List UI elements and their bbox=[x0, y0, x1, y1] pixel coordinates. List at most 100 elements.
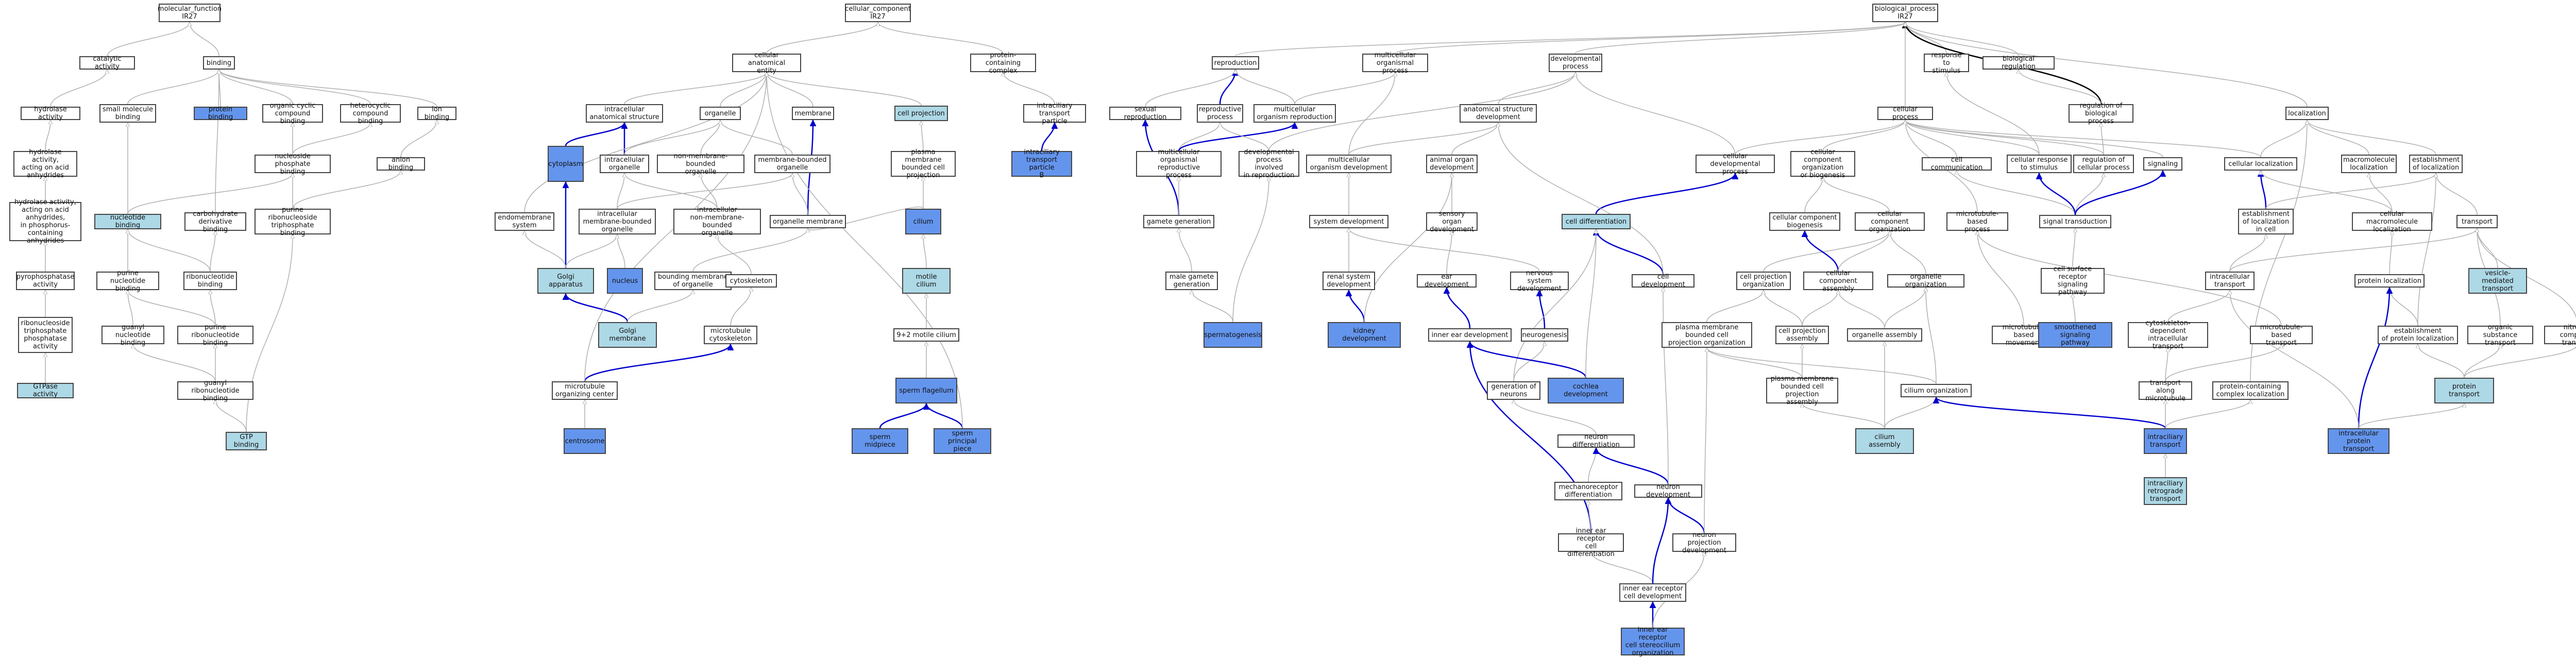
go-term-ribonuc: ribonucleotide binding bbox=[183, 272, 237, 290]
go-term-ribotriphos: ribonucleoside triphosphate phosphatase … bbox=[18, 317, 73, 353]
go-term-cellsurf: cell surface receptor signaling pathway bbox=[2041, 265, 2105, 296]
go-term-macroloc: macromolecule localization bbox=[2341, 155, 2397, 173]
go-term-sexrep: sexual reproduction bbox=[1109, 106, 1181, 121]
go-term-nucleus: nucleus bbox=[607, 268, 643, 294]
edge-cellmacroloc-to-macroloc bbox=[2369, 173, 2393, 213]
go-term-pyrophos: pyrophosphatase activity bbox=[16, 272, 75, 290]
edge-multdev-to-multorgproc bbox=[1348, 72, 1395, 155]
go-term-nonmemorg: non-membrane-bounded organelle bbox=[657, 153, 744, 176]
go-term-repproc: reproductive process bbox=[1197, 104, 1243, 123]
edge-spermprinc-to-cae bbox=[767, 72, 963, 429]
go-term-ierecdiff: inner ear receptor cell differentiation bbox=[1558, 527, 1624, 558]
go-term-cellprojasm: cell projection assembly bbox=[1775, 326, 1829, 344]
go-term-neurondiff: neuron differentiation bbox=[1557, 433, 1635, 449]
go-term-vesicle: vesicle-mediated transport bbox=[2468, 268, 2527, 294]
go-term-orgassembly: organelle assembly bbox=[1847, 328, 1922, 342]
go-term-smallmol: small molecule binding bbox=[99, 104, 156, 123]
go-term-neurogenesis: neurogenesis bbox=[1521, 328, 1568, 342]
go-term-iftparticleB: intraciliary transport particle B bbox=[1011, 148, 1072, 179]
go-term-respstim: response to stimulus bbox=[1924, 52, 1969, 75]
edge-catalytic-to-mf bbox=[107, 22, 190, 57]
go-term-nucphosbind: nucleoside phosphate binding bbox=[255, 153, 331, 176]
go-term-devrep: developmental process involved in reprod… bbox=[1239, 148, 1299, 179]
edge-ccorg-to-ccob bbox=[1823, 176, 1890, 213]
edge-intracilTrans-to-ciliumorg bbox=[1936, 397, 2166, 429]
go-term-cellproc: cellular process bbox=[1877, 106, 1933, 121]
edge-carbohyd-to-binding bbox=[215, 70, 219, 213]
go-term-cellresp: cellular response to stimulus bbox=[2007, 155, 2072, 173]
go-term-organelle: organelle bbox=[700, 107, 741, 120]
edge-protloc-to-cellmacroloc bbox=[2389, 231, 2392, 275]
edge-orgorg-to-ccorg bbox=[1890, 231, 1926, 275]
go-term-orgsubst: organic substance transport bbox=[2467, 324, 2533, 347]
go-term-regbio: regulation of biological process bbox=[2069, 102, 2133, 125]
edge-golgi-to-endomem bbox=[524, 230, 566, 268]
edge-smoothened-to-cellsurf bbox=[2073, 294, 2076, 323]
go-term-guanylribo: guanyl ribonucleotide binding bbox=[177, 379, 253, 402]
go-term-ciliumasm: cilium assembly bbox=[1855, 428, 1914, 454]
edge-ierecdiff-to-mechdiff bbox=[1588, 500, 1591, 534]
go-term-orgmembrane: organelle membrane bbox=[770, 215, 846, 228]
go-term-membrane: membrane bbox=[792, 107, 834, 120]
edge-ribonuc-to-carbohyd bbox=[210, 231, 215, 272]
go-term-purineribonuc: purine ribonucleotide binding bbox=[177, 324, 253, 347]
go-term-multrepproc: multicellular organismal reproductive pr… bbox=[1136, 148, 1222, 179]
go-term-bioreg: biological regulation bbox=[1982, 55, 2055, 71]
go-term-catalytic: catalytic activity bbox=[79, 55, 135, 71]
go-term-protloc: protein localization bbox=[2354, 274, 2425, 288]
edge-ionbind-to-binding bbox=[219, 69, 437, 107]
go-term-ics: intracellular anatomical structure bbox=[586, 104, 663, 123]
go-term-gtpase: GTPase activity bbox=[17, 383, 74, 398]
edge-intraorg-to-organelle bbox=[624, 120, 720, 155]
go-term-multdev: multicellular organism development bbox=[1306, 155, 1392, 173]
go-term-intracellProt: intracellular protein transport bbox=[2328, 428, 2389, 454]
edge-cellresp-to-respstim bbox=[1946, 72, 2040, 155]
edge-celldevproc-to-cellproc bbox=[1735, 120, 1905, 155]
edge-spermatogenesis-to-malegamete bbox=[1192, 290, 1233, 323]
edge-signaling-to-cellproc bbox=[1905, 120, 2163, 158]
edge-estloc-to-localization bbox=[2307, 120, 2436, 155]
edge-estprotloc-to-estloc bbox=[2417, 173, 2436, 326]
go-term-transalongmt: transport along microtubule bbox=[2139, 379, 2192, 402]
edge-cytoskeleton-to-intranonmem bbox=[717, 234, 752, 275]
edge-ccbio-to-ccob bbox=[1804, 177, 1823, 213]
go-term-mf: molecular_function IR27 bbox=[158, 4, 222, 22]
go-term-neuronproj: neuron projection development bbox=[1672, 531, 1736, 554]
go-term-cc: cellular_component IR27 bbox=[845, 4, 911, 22]
go-term-celldevproc: cellular developmental process bbox=[1696, 153, 1775, 176]
go-term-ierecdev: inner ear receptor cell development bbox=[1619, 583, 1686, 602]
edge-regcell-to-cellproc bbox=[1905, 120, 2104, 155]
go-term-intranonmem: intracellular non-membrane-bounded organ… bbox=[673, 206, 761, 237]
go-term-genneurons: generation of neurons bbox=[1487, 381, 1540, 400]
edge-ccassembly-to-ccbio bbox=[1805, 230, 1839, 272]
edge-iftparticleB-to-iftparticle bbox=[1041, 122, 1055, 151]
edge-pmbcpa-to-pmbcpo bbox=[1707, 347, 1803, 378]
go-term-estloc: establishment of localization bbox=[2409, 155, 2463, 173]
edge-sigtrans-to-cellcomm bbox=[1957, 170, 2076, 215]
go-term-pmbcpa: plasma membrane bounded cell projection … bbox=[1766, 375, 1838, 406]
go-term-hydrolase: hydrolase activity bbox=[21, 106, 80, 121]
go-term-cae: cellular anatomical entity bbox=[732, 52, 801, 75]
edge-regcell-to-regbio bbox=[2101, 123, 2104, 155]
go-term-sysdev: system development bbox=[1309, 215, 1388, 228]
go-term-membound: membrane-bounded organelle bbox=[754, 155, 831, 173]
go-term-cochlea: cochlea development bbox=[1548, 378, 1624, 403]
edge-organelle-to-cae bbox=[720, 72, 767, 107]
go-term-nitrogen: nitrogen compound transport bbox=[2544, 324, 2576, 347]
go-term-regcell: regulation of cellular process bbox=[2073, 155, 2134, 173]
edge-golgimem-to-boundmem bbox=[627, 290, 693, 323]
edge-ics-to-cae bbox=[624, 72, 767, 105]
edge-malegamete-to-gametegen bbox=[1179, 228, 1192, 272]
go-term-purinenuc: purine nucleotide binding bbox=[96, 269, 159, 293]
edge-guanylribo-to-guanylnuc bbox=[133, 344, 216, 382]
go-term-spermprinc: sperm principal piece bbox=[934, 428, 991, 454]
edge-cae-to-cc bbox=[766, 22, 878, 54]
edge-intratrans-to-transport bbox=[2229, 228, 2477, 272]
go-term-boundmem: bounding membrane of organelle bbox=[654, 272, 732, 290]
go-term-kidneydev: kidney development bbox=[1328, 322, 1401, 348]
go-term-purineribotri: purine ribonucleoside triphosphate bindi… bbox=[255, 206, 331, 237]
edge-intramemorg-to-intraorg bbox=[617, 173, 624, 209]
go-term-cilium: cilium bbox=[905, 209, 941, 234]
go-term-ccbio: cellular component biogenesis bbox=[1769, 212, 1840, 231]
edge-sigtrans-to-signaling bbox=[2074, 170, 2163, 215]
